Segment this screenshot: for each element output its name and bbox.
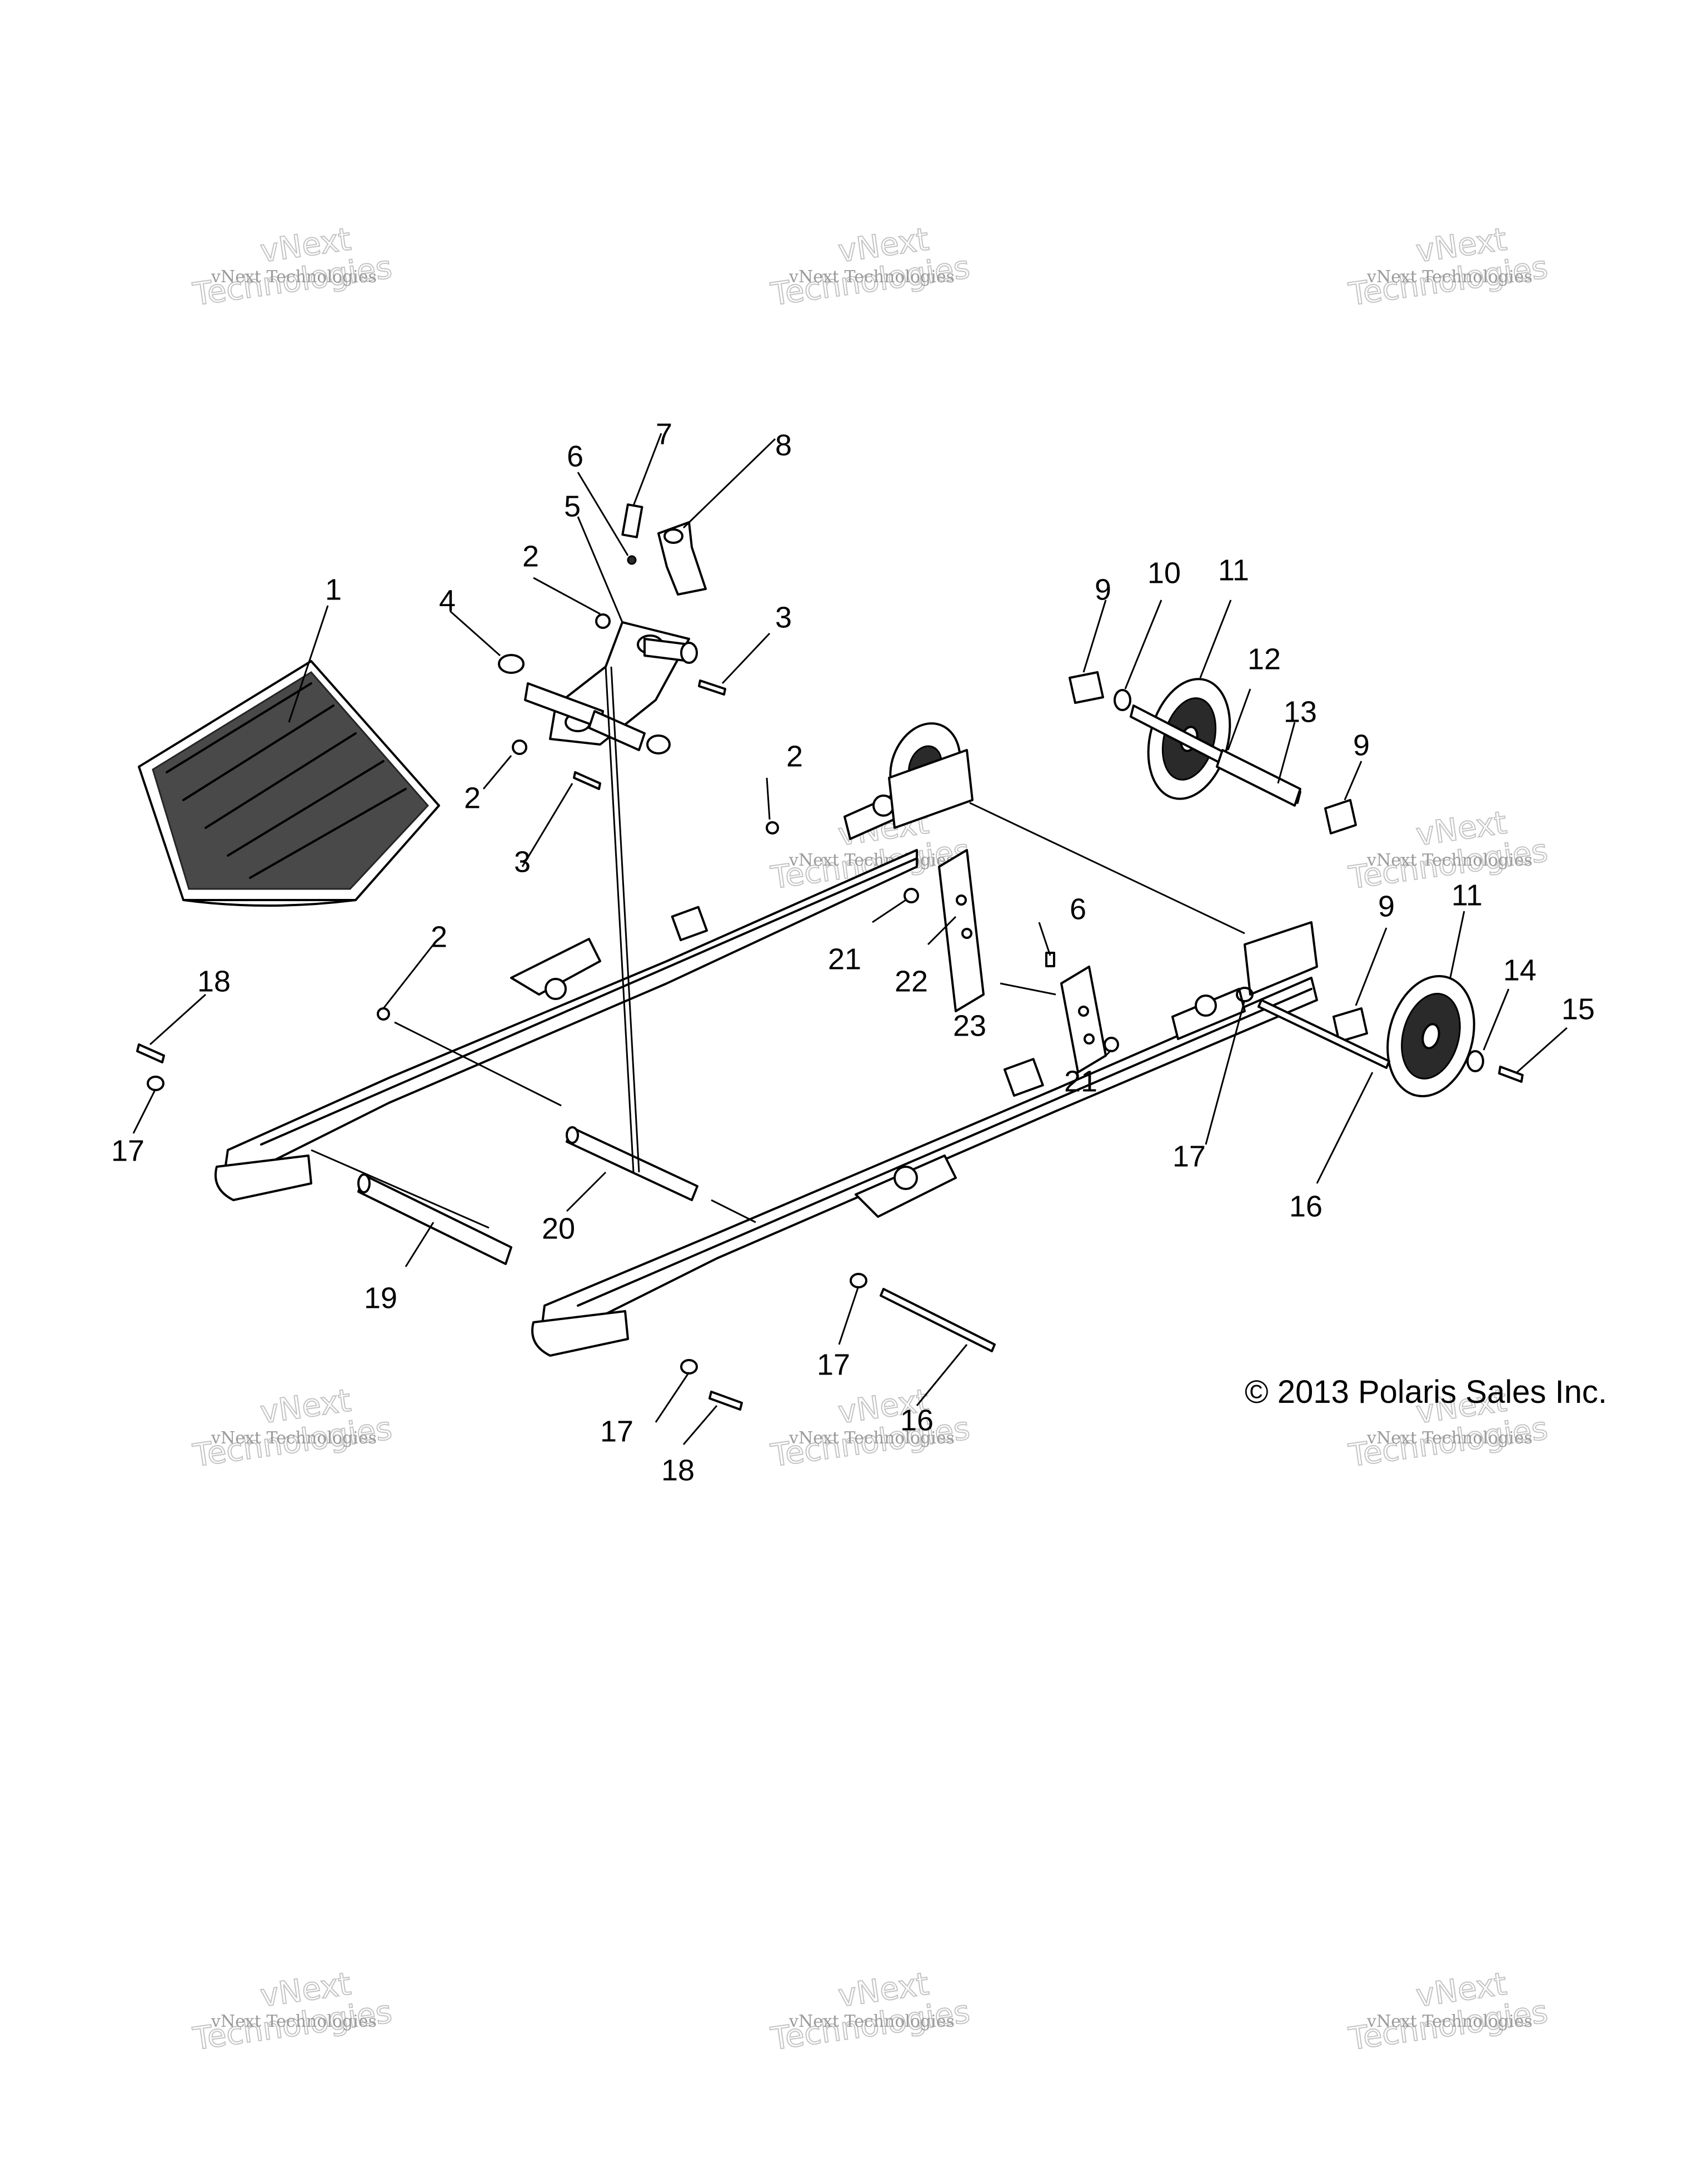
callout-1: 1 — [325, 573, 342, 606]
callout-20: 20 — [542, 1212, 575, 1245]
watermark-small-text: vNext Technologies — [211, 1428, 377, 1448]
part-7-pin — [621, 503, 643, 538]
watermark-small-text: vNext Technologies — [788, 851, 955, 870]
watermark-small-text: vNext Technologies — [1366, 267, 1533, 287]
watermark: Technologies vNext vNext Technologies — [768, 1965, 972, 2058]
callout-13: 13 — [1284, 695, 1317, 728]
part-19-shaft — [357, 1173, 512, 1265]
part-6-grease-fitting — [1045, 952, 1055, 967]
part-12-13-axle — [1130, 704, 1301, 807]
callout-17: 17 — [817, 1348, 850, 1381]
part-20-shaft — [566, 1126, 698, 1201]
part-10-washer — [1114, 689, 1131, 711]
callout-12: 12 — [1247, 642, 1281, 676]
callout-9: 9 — [1378, 889, 1395, 923]
callout-2: 2 — [431, 920, 447, 953]
watermark: Technologies vNext vNext Technologies — [768, 221, 972, 313]
callout-18: 18 — [197, 964, 231, 998]
watermark-group: Technologies vNext vNext Technologies Te… — [190, 221, 1550, 2058]
torque-arm-shafts — [524, 638, 698, 751]
watermark-small-text: vNext Technologies — [211, 2012, 377, 2031]
callout-4: 4 — [439, 584, 456, 617]
callout-11: 11 — [1218, 553, 1249, 587]
callout-22: 22 — [895, 964, 928, 998]
callout-14: 14 — [1503, 953, 1536, 987]
callout-16: 16 — [1289, 1190, 1322, 1223]
callout-9: 9 — [1353, 728, 1370, 762]
part-3-bolt — [573, 679, 726, 790]
part-23-bracket — [1060, 966, 1107, 1073]
watermark: Technologies vNext vNext Technologies — [190, 1382, 395, 1475]
callout-8: 8 — [775, 428, 792, 462]
callout-6: 6 — [1070, 892, 1086, 926]
callout-10: 10 — [1147, 556, 1181, 589]
callout-3: 3 — [775, 601, 792, 634]
watermark: Technologies vNext vNext Technologies — [768, 1382, 972, 1475]
callout-leaders — [132, 433, 1568, 1445]
callout-17: 17 — [600, 1415, 633, 1448]
watermark-small-text: vNext Technologies — [788, 2012, 955, 2031]
callout-6: 6 — [567, 439, 583, 473]
watermark-small-text: vNext Technologies — [1366, 851, 1533, 870]
callout-2: 2 — [464, 781, 481, 814]
callout-9: 9 — [1095, 573, 1111, 606]
callout-3: 3 — [514, 845, 531, 878]
callout-21: 21 — [828, 942, 861, 976]
callout-18: 18 — [661, 1453, 695, 1487]
watermark: Technologies vNext vNext Technologies — [190, 221, 395, 313]
watermark-small-text: vNext Technologies — [788, 267, 955, 287]
watermark: Technologies vNext vNext Technologies — [1346, 1965, 1550, 2058]
callout-2: 2 — [522, 539, 539, 573]
callout-5: 5 — [564, 489, 581, 523]
watermark: Technologies vNext vNext Technologies — [1346, 221, 1550, 313]
assembly-lines — [311, 666, 1245, 1229]
watermark: Technologies vNext vNext Technologies — [190, 1965, 395, 2058]
callout-labels: 1 2 2 2 2 3 3 4 5 6 6 7 8 9 9 9 10 11 11… — [111, 417, 1595, 1487]
part-14-washer — [1466, 1050, 1484, 1072]
callout-2: 2 — [786, 739, 803, 773]
watermark-small-text: vNext Technologies — [788, 1428, 955, 1448]
part-9-cap — [1069, 671, 1368, 1043]
copyright-text: © 2013 Polaris Sales Inc. — [1245, 1374, 1607, 1410]
part-18-bolt — [136, 1043, 743, 1411]
callout-11: 11 — [1451, 878, 1483, 912]
watermark-small-text: vNext Technologies — [1366, 2012, 1533, 2031]
watermark: Technologies vNext vNext Technologies — [1346, 804, 1550, 897]
callout-16: 16 — [900, 1403, 934, 1437]
watermark-small-text: vNext Technologies — [1366, 1428, 1533, 1448]
part-22-bracket — [938, 849, 985, 1012]
part-6-nut — [627, 555, 637, 565]
callout-7: 7 — [656, 417, 672, 451]
rail-right — [531, 921, 1318, 1357]
callout-19: 19 — [364, 1281, 397, 1315]
callout-17: 17 — [111, 1134, 144, 1167]
callout-17: 17 — [1172, 1140, 1206, 1173]
part-11-idler-wheel-lower — [1386, 974, 1475, 1098]
rail-left-rear-wheel — [888, 722, 974, 829]
part-16-bolt — [880, 999, 1390, 1352]
part-15-bolt — [1498, 1066, 1524, 1083]
part-8-bracket — [657, 521, 707, 596]
callout-21: 21 — [1064, 1064, 1097, 1098]
part-4-o-ring — [498, 654, 671, 754]
callout-15: 15 — [1561, 992, 1595, 1026]
callout-23: 23 — [953, 1009, 986, 1042]
part-1-bumper-block — [138, 660, 440, 907]
watermark-small-text: vNext Technologies — [211, 267, 377, 287]
